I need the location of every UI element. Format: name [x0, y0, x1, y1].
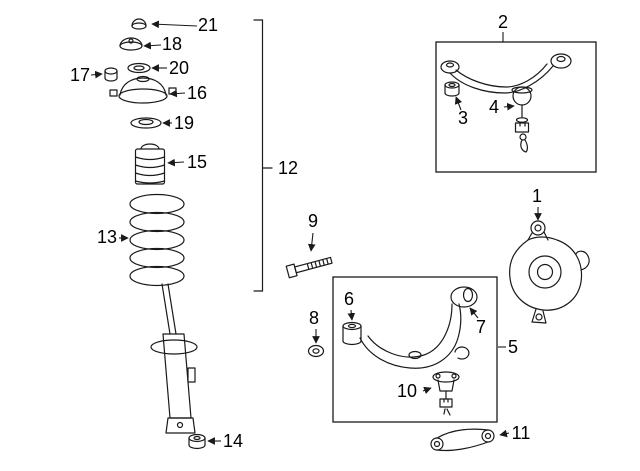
part-16-strut-mount-drawing	[109, 75, 177, 104]
part-6-bushing-drawing	[342, 321, 362, 346]
part-11-bracket-drawing	[430, 428, 495, 452]
upper-control-arm-box	[435, 41, 597, 173]
callout-label-12: 12	[278, 158, 298, 178]
leader-11	[499, 429, 510, 438]
callout-label-18: 18	[162, 34, 182, 54]
part-5-lower-control-arm-drawing	[359, 303, 470, 369]
callout-label-2: 2	[498, 12, 508, 32]
part-18-cap-drawing	[119, 37, 143, 51]
lower-control-arm-box	[332, 276, 498, 423]
callout-label-5: 5	[508, 337, 518, 357]
part-10-ball-joint-drawing	[432, 371, 460, 416]
callout-label-14: 14	[223, 431, 243, 451]
leader-10	[422, 386, 432, 395]
callout-label-8: 8	[309, 308, 319, 328]
leader-21	[151, 20, 198, 29]
callout-label-20: 20	[169, 58, 189, 78]
part-4-ball-joint-hardware-drawing	[514, 104, 530, 153]
callout-label-13: 13	[97, 227, 117, 247]
callout-label-4: 4	[489, 97, 499, 117]
leader-15	[167, 158, 185, 167]
callout-label-6: 6	[344, 289, 354, 309]
callout-label-16: 16	[187, 83, 207, 103]
callout-label-19: 19	[174, 113, 194, 133]
part-3-bushing-drawing	[444, 81, 460, 97]
leader-7	[469, 307, 479, 319]
leader-6	[347, 309, 356, 321]
callout-label-21: 21	[198, 15, 218, 35]
callout-label-10: 10	[397, 381, 417, 401]
part-20-ring-drawing	[127, 62, 151, 74]
part-13-coil-spring-drawing	[129, 193, 185, 287]
assembly-12-bracket-line	[253, 19, 273, 292]
leader-9	[307, 232, 316, 252]
leader-16	[169, 89, 186, 98]
leader-3	[454, 96, 463, 111]
callout-label-1: 1	[532, 186, 542, 206]
part-8-washer-drawing	[307, 344, 325, 358]
part-7-bushing-drawing	[450, 286, 478, 308]
part-21-nut-drawing	[131, 18, 147, 30]
callout-label-7: 7	[476, 317, 486, 337]
callout-label-3: 3	[458, 108, 468, 128]
callout-label-15: 15	[187, 152, 207, 172]
part-17-bushing-drawing	[104, 67, 118, 82]
part-15-dust-boot-drawing	[134, 143, 166, 185]
part-1-steering-knuckle-drawing	[509, 220, 590, 324]
shock-absorber-drawing	[150, 283, 198, 434]
callout-label-11: 11	[512, 423, 531, 443]
leader-18	[143, 41, 162, 50]
leader-17	[90, 70, 103, 79]
leader-4	[503, 102, 515, 111]
part-2-upper-control-arm-drawing	[440, 53, 572, 106]
part-9-bolt-drawing	[285, 256, 333, 279]
callout-label-9: 9	[308, 211, 318, 231]
part-19-spring-seat-drawing	[130, 117, 162, 129]
callout-label-17: 17	[70, 65, 90, 85]
part-14-bushing-drawing	[188, 433, 206, 450]
